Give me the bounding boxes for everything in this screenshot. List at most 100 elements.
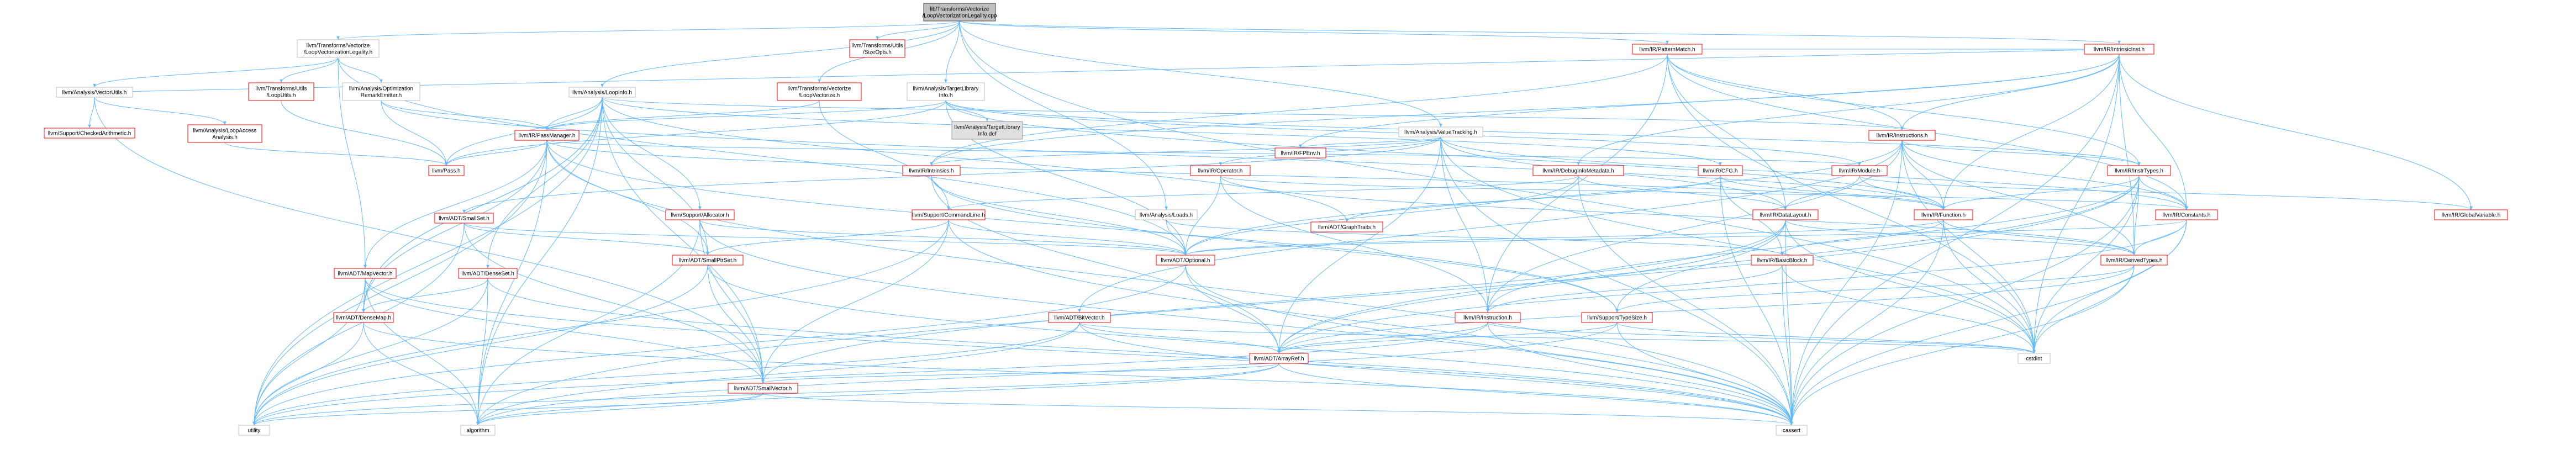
- dependency-edge: [1184, 219, 2187, 256]
- node-allocator[interactable]: llvm/Support/Allocator.h: [665, 209, 735, 220]
- node-algorithm: algorithm: [460, 425, 496, 436]
- dependency-edge: [706, 219, 949, 256]
- node-optional[interactable]: llvm/ADT/Optional.h: [1156, 255, 1215, 266]
- node-label: /LoopUtils.h: [267, 93, 296, 99]
- node-label: llvm/ADT/BitVector.h: [1054, 315, 1104, 321]
- node-intrinsicinst[interactable]: llvm/IR/IntrinsicInst.h: [2084, 44, 2154, 55]
- node-instruction[interactable]: llvm/IR/Instruction.h: [1455, 312, 1521, 323]
- node-label: llvm/ADT/DenseSet.h: [461, 271, 514, 277]
- dependency-edge: [602, 97, 1722, 166]
- node-arrayref[interactable]: llvm/ADT/ArrayRef.h: [1249, 353, 1309, 364]
- dependency-edge: [1184, 175, 1221, 256]
- node-label: llvm/Support/TypeSize.h: [1587, 315, 1647, 321]
- node-basicblock[interactable]: llvm/IR/BasicBlock.h: [1751, 255, 1814, 266]
- node-box: [2107, 165, 2171, 176]
- dependency-edge: [819, 100, 950, 210]
- node-box: [434, 213, 494, 224]
- dependency-edge: [707, 265, 765, 384]
- node-box: [951, 121, 1023, 140]
- node-datalayout[interactable]: llvm/IR/DataLayout.h: [1752, 209, 1819, 220]
- dependency-edge: [1220, 175, 2188, 210]
- node-debuginfometa[interactable]: llvm/IR/DebugInfoMetadata.h: [1532, 165, 1624, 176]
- node-loopvectorize[interactable]: llvm/Transforms/Vectorize/LoopVectorize.…: [777, 82, 862, 101]
- dependency-edge: [959, 20, 1168, 210]
- node-box: [428, 165, 465, 176]
- node-cfg[interactable]: llvm/IR/CFG.h: [1698, 165, 1743, 176]
- node-label: Info.def: [978, 131, 997, 138]
- node-label: llvm/Analysis/ValueTracking.h: [1404, 130, 1477, 136]
- node-box: [1914, 209, 1973, 220]
- node-smallvector[interactable]: llvm/ADT/SmallVector.h: [728, 383, 798, 394]
- node-label: llvm/ADT/SmallSet.h: [439, 216, 489, 222]
- node-pass[interactable]: llvm/Pass.h: [428, 165, 465, 176]
- dependency-edge: [476, 175, 2140, 426]
- node-sizeopts[interactable]: llvm/Transforms/Utils/SizeOpts.h: [849, 39, 905, 58]
- dependency-edge: [252, 278, 488, 426]
- node-densemap[interactable]: llvm/ADT/DenseMap.h: [333, 312, 394, 323]
- dependency-edge: [1277, 219, 1786, 354]
- dependency-edge: [1615, 265, 2135, 313]
- node-looputils[interactable]: llvm/Transforms/Utils/LoopUtils.h: [248, 82, 314, 101]
- node-fpenv[interactable]: llvm/IR/FPEnv.h: [1274, 147, 1326, 158]
- node-box: [1752, 209, 1819, 220]
- node-typesize[interactable]: llvm/Support/TypeSize.h: [1581, 312, 1653, 323]
- dependency-edge: [2032, 54, 2120, 354]
- node-label: llvm/Transforms/Utils: [852, 43, 903, 49]
- node-box: [334, 268, 397, 279]
- node-box: [665, 209, 735, 220]
- node-derivedtypes[interactable]: llvm/IR/DerivedTypes.h: [2100, 255, 2168, 266]
- dependency-edge: [1782, 265, 2036, 354]
- node-box: [1274, 147, 1326, 158]
- node-label: llvm/Analysis/VectorUtils.h: [62, 90, 127, 96]
- dependency-edge: [545, 100, 820, 131]
- node-denseset[interactable]: llvm/ADT/DenseSet.h: [458, 268, 518, 279]
- node-lvl_h: llvm/Transforms/Vectorize/LoopVectorizat…: [297, 39, 380, 58]
- node-smallptrset[interactable]: llvm/ADT/SmallPtrSet.h: [672, 255, 744, 266]
- node-patternmatch[interactable]: llvm/IR/PatternMatch.h: [1632, 44, 1703, 55]
- dependency-edge: [1219, 136, 1441, 166]
- dependency-edge: [1277, 219, 2187, 354]
- node-label: lib/Transforms/Vectorize: [930, 7, 989, 13]
- node-label: llvm/IR/Function.h: [1921, 213, 1966, 219]
- node-graphtraits[interactable]: llvm/ADT/GraphTraits.h: [1310, 221, 1383, 232]
- node-mapvector[interactable]: llvm/ADT/MapVector.h: [334, 268, 397, 279]
- node-intrinsics[interactable]: llvm/IR/Intrinsics.h: [902, 165, 961, 176]
- node-label: llvm/ADT/DenseMap.h: [336, 315, 391, 321]
- node-operator[interactable]: llvm/IR/Operator.h: [1190, 165, 1251, 176]
- dependency-edge: [365, 278, 480, 426]
- node-root[interactable]: lib/Transforms/Vectorize/LoopVectorizati…: [923, 3, 997, 22]
- node-constants[interactable]: llvm/IR/Constants.h: [2155, 209, 2218, 220]
- dependency-edge: [363, 322, 480, 426]
- node-bitvector[interactable]: llvm/ADT/BitVector.h: [1048, 312, 1111, 323]
- dependency-edge: [1220, 175, 2136, 256]
- node-globalvariable[interactable]: llvm/IR/GlobalVariable.h: [2434, 209, 2508, 220]
- node-box: [297, 39, 380, 58]
- node-label: /SizeOpts.h: [863, 50, 892, 56]
- node-label: cassert: [1783, 428, 1800, 434]
- dependency-edge: [1578, 175, 1787, 210]
- dependency-edge: [930, 54, 1668, 166]
- node-cassert: cassert: [1776, 425, 1808, 436]
- dependency-edge: [364, 140, 547, 269]
- dependency-edge: [948, 219, 1187, 256]
- node-smallset[interactable]: llvm/ADT/SmallSet.h: [434, 213, 494, 224]
- node-label: llvm/IR/CFG.h: [1703, 168, 1738, 175]
- dependency-edge: [252, 97, 603, 426]
- node-instructions[interactable]: llvm/IR/Instructions.h: [1868, 130, 1936, 141]
- dependency-edge: [1277, 175, 2140, 354]
- node-checkedarith[interactable]: llvm/Support/CheckedArithmetic.h: [44, 128, 135, 139]
- node-function[interactable]: llvm/IR/Function.h: [1914, 209, 1973, 220]
- dependency-edge: [1942, 175, 2140, 210]
- node-label: llvm/IR/FPEnv.h: [1281, 151, 1320, 157]
- node-label: utility: [248, 428, 261, 434]
- node-module[interactable]: llvm/IR/Module.h: [1831, 165, 1888, 176]
- node-box: [902, 165, 961, 176]
- node-commandline[interactable]: llvm/Support/CommandLine.h: [912, 209, 986, 220]
- node-box: [923, 3, 996, 22]
- node-insttypes[interactable]: llvm/IR/InstrTypes.h: [2107, 165, 2171, 176]
- node-passmanager[interactable]: llvm/IR/PassManager.h: [514, 130, 580, 141]
- dependency-edge: [762, 393, 1793, 426]
